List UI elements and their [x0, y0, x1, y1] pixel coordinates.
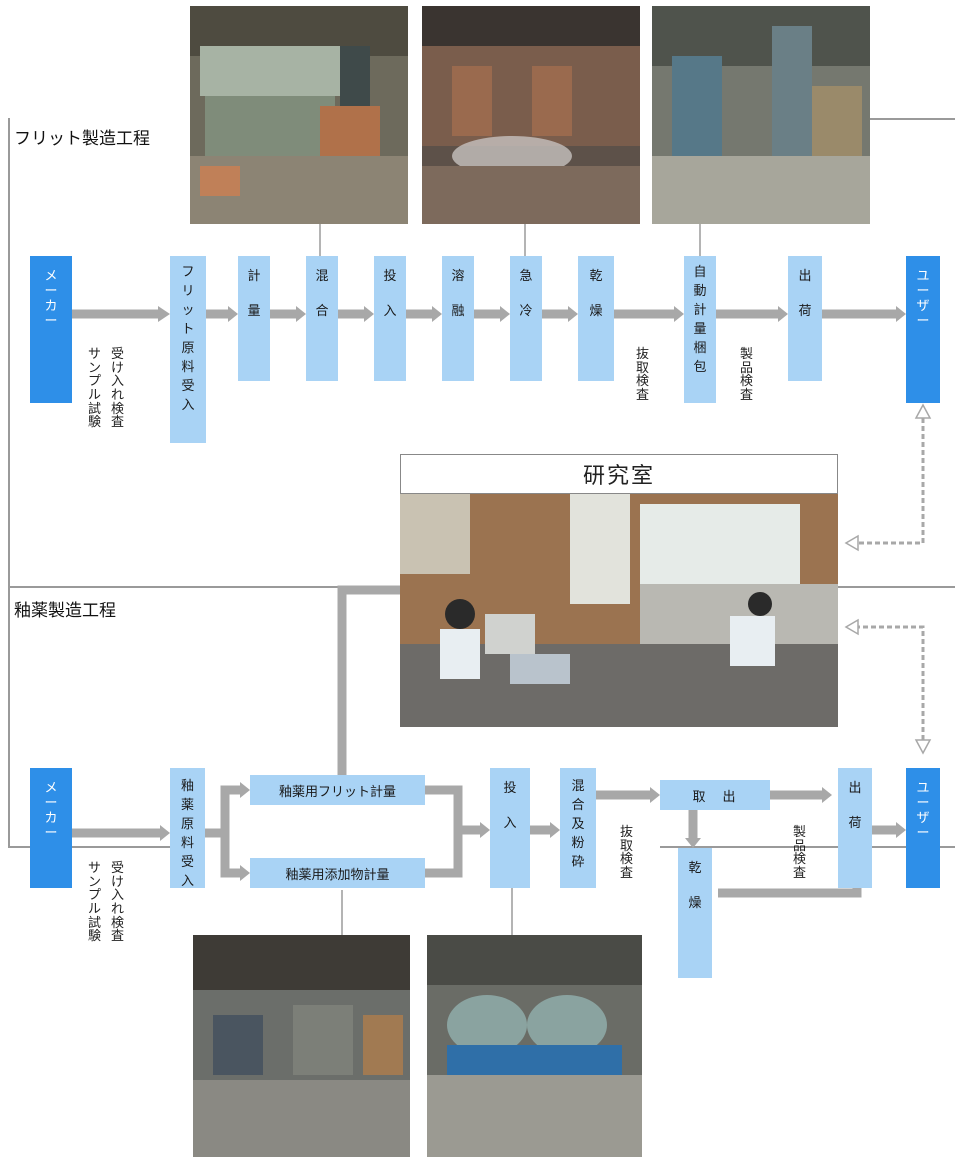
frit-step-auto-packing: 自動計量梱包: [684, 256, 716, 403]
frit-product-inspection-label: 製品検査: [740, 347, 754, 403]
glaze-sampling-inspection-label: 抜取検査: [620, 825, 634, 881]
frit-step-drying: 乾燥: [578, 256, 614, 381]
frit-melting-photo: [422, 6, 640, 224]
frit-step-shipping: 出荷: [788, 256, 822, 381]
section-divider: [8, 586, 400, 588]
frit-packing-photo: [652, 6, 870, 224]
frit-section-title: フリット製造工程: [12, 124, 152, 149]
glaze-frame-left: [8, 588, 10, 848]
frit-sampling-inspection-label: 抜取検査: [636, 347, 650, 403]
lab-title: 研究室: [400, 454, 838, 494]
glaze-maker-box: メーカー: [30, 768, 72, 888]
frit-frame-left: [8, 118, 10, 588]
frit-receive-inspection-label: 受け入れ検査 サンプル試験: [88, 347, 125, 431]
glaze-section-title: 釉薬製造工程: [12, 596, 118, 621]
frit-frame-top-right: [870, 118, 955, 120]
glaze-weighing-photo: [193, 935, 410, 1157]
frit-maker-box: メーカー: [30, 256, 72, 403]
frit-step-quench: 急冷: [510, 256, 542, 381]
glaze-step-mix-grind: 混合及粉砕: [560, 768, 596, 888]
glaze-receive-inspection-label: 受け入れ検査 サンプル試験: [88, 861, 125, 945]
frit-step-raw-receive: フリット原料受入: [170, 256, 206, 443]
frit-step-weighing: 計量: [238, 256, 270, 381]
glaze-grinding-photo: [427, 935, 642, 1157]
frit-step-charge: 投入: [374, 256, 406, 381]
frit-step-melting: 溶融: [442, 256, 474, 381]
lab-photo: [400, 494, 838, 727]
glaze-step-charge: 投入: [490, 768, 530, 888]
frit-step-mixing: 混合: [306, 256, 338, 381]
glaze-step-additive-weighing: 釉薬用添加物計量: [250, 858, 425, 888]
glaze-step-frit-weighing: 釉薬用フリット計量: [250, 775, 425, 805]
frit-weighing-photo: [190, 6, 408, 224]
glaze-frame-bottom-right: [660, 846, 955, 848]
glaze-frame-bottom-left: [8, 846, 193, 848]
glaze-step-drying: 乾燥: [678, 848, 712, 978]
glaze-product-inspection-label: 製品検査: [793, 825, 807, 881]
glaze-step-raw-receive: 釉薬原料受入: [170, 768, 205, 888]
section-divider-right: [838, 586, 955, 588]
frit-user-box: ユーザー: [906, 256, 940, 403]
glaze-step-take-out: 取 出: [660, 780, 770, 810]
glaze-user-box: ユーザー: [906, 768, 940, 888]
glaze-step-shipping: 出荷: [838, 768, 872, 888]
